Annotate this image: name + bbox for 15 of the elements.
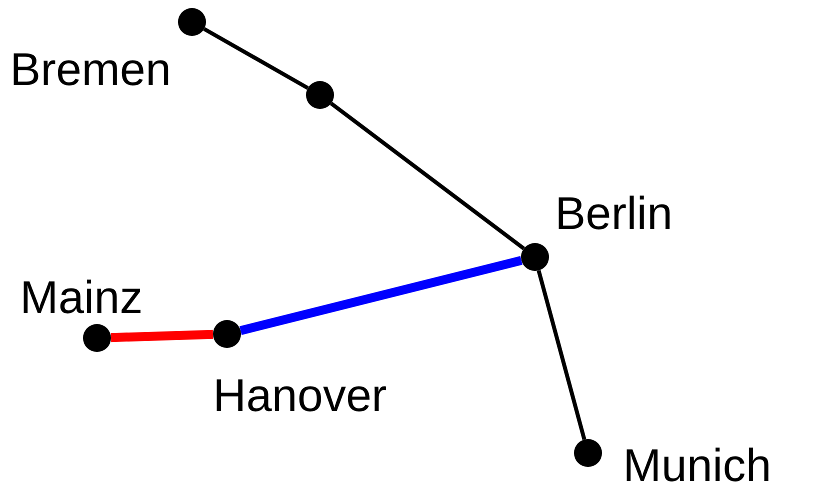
route-line xyxy=(239,256,523,335)
city-label: Mainz xyxy=(20,274,143,320)
route-line xyxy=(330,102,526,250)
station-dot xyxy=(306,81,334,109)
city-label: Munich xyxy=(623,442,772,488)
station-dot xyxy=(574,439,602,467)
city-label: Hanover xyxy=(213,372,387,418)
route-line xyxy=(203,27,309,90)
station-dot xyxy=(521,243,549,271)
station-dot xyxy=(213,320,241,348)
station-dot xyxy=(83,324,111,352)
station-dot xyxy=(178,8,206,36)
city-label: Berlin xyxy=(555,190,673,236)
route-line xyxy=(536,270,586,440)
city-label: Bremen xyxy=(10,46,172,92)
